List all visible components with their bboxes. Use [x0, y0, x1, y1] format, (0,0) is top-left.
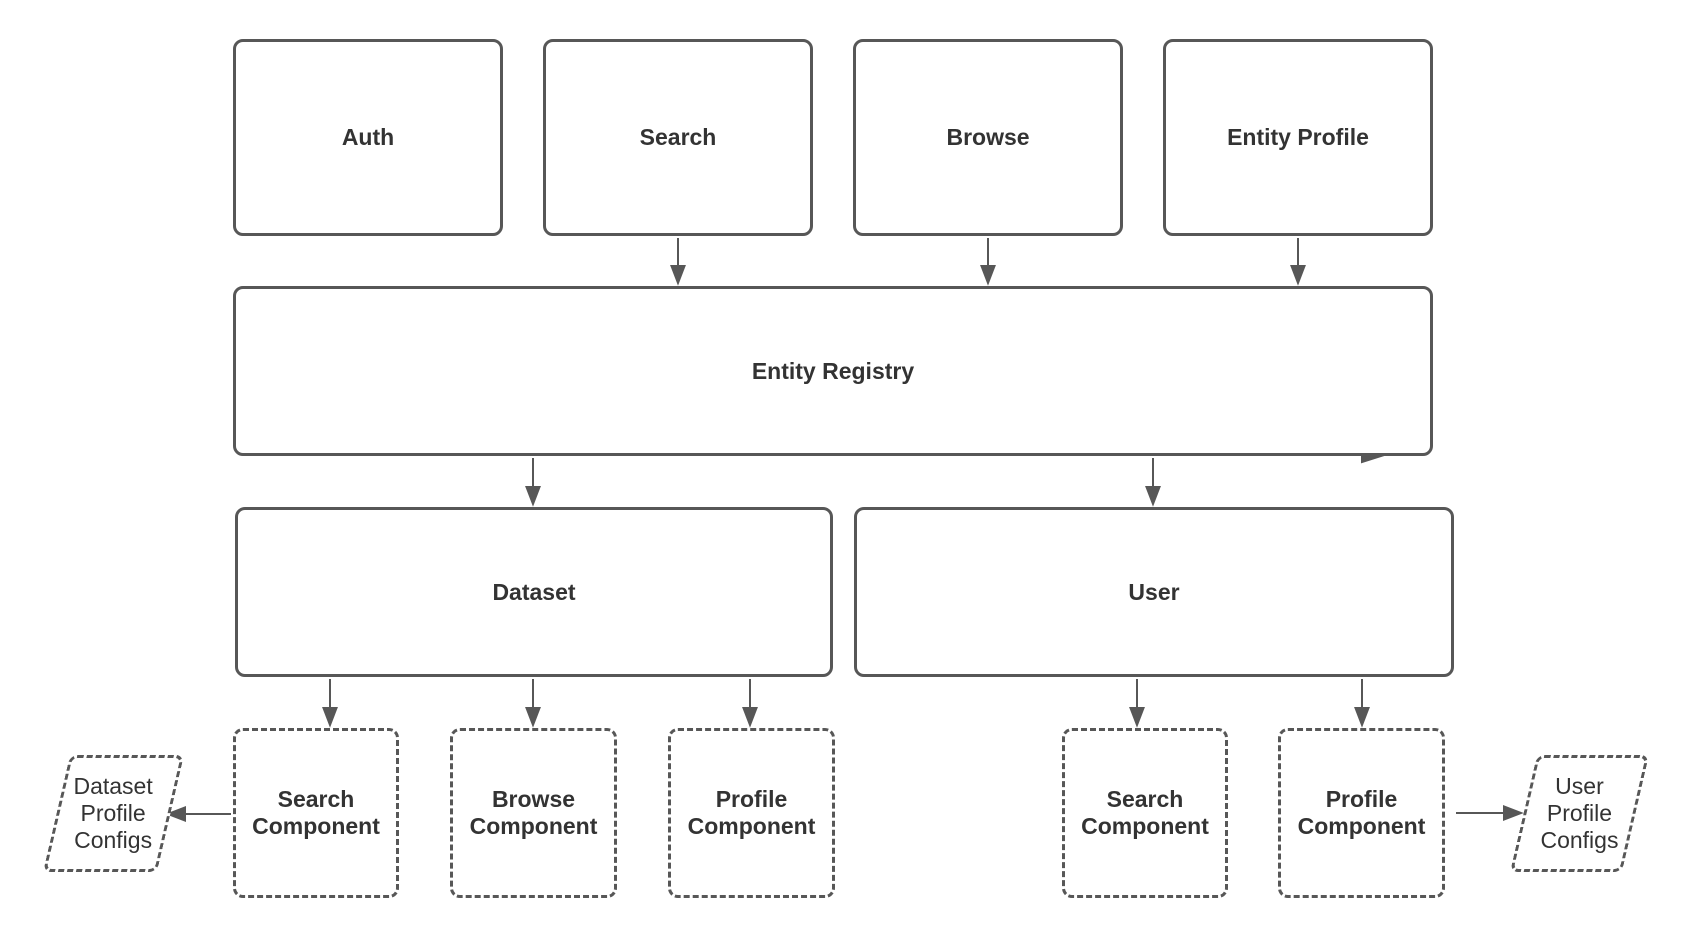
node-user-label: User [1128, 578, 1180, 605]
node-user-profile-configs: User Profile Configs [1510, 755, 1650, 872]
arrow-entity-registry-to-dataset [525, 458, 541, 507]
arrow-search-component-to-dataset-profile-configs [165, 806, 231, 822]
arrow-entity-profile-to-entity-registry [1290, 238, 1306, 286]
node-browse-label: Browse [946, 124, 1030, 151]
node-user-search-component-label: Search Component [1081, 786, 1209, 839]
node-user: User [854, 507, 1454, 677]
node-entity-registry: Entity Registry [233, 286, 1433, 456]
node-auth: Auth [233, 39, 503, 236]
node-user-search-component: Search Component [1062, 728, 1228, 898]
node-dataset-search-component: Search Component [233, 728, 399, 898]
node-dataset-search-component-label: Search Component [252, 786, 380, 839]
node-entity-profile-label: Entity Profile [1227, 124, 1369, 151]
arrow-entity-registry-to-user [1145, 458, 1161, 507]
arrow-profile-component-to-user-profile-configs [1456, 805, 1524, 821]
node-entity-profile: Entity Profile [1163, 39, 1433, 236]
arrow-dataset-to-browse-component [525, 679, 541, 728]
node-dataset-profile-component: Profile Component [668, 728, 835, 898]
node-dataset-browse-component-label: Browse Component [469, 786, 598, 839]
node-user-profile-component-label: Profile Component [1297, 786, 1426, 839]
arrow-user-to-profile-component [1354, 679, 1370, 728]
node-browse: Browse [853, 39, 1123, 236]
node-user-profile-configs-label: User Profile Configs [1540, 772, 1619, 854]
arrow-browse-to-entity-registry [980, 238, 996, 286]
arrow-user-to-search-component [1129, 679, 1145, 728]
node-dataset-label: Dataset [492, 578, 576, 605]
node-user-profile-component: Profile Component [1278, 728, 1445, 898]
node-search: Search [543, 39, 813, 236]
node-entity-registry-label: Entity Registry [751, 357, 915, 384]
node-search-label: Search [639, 124, 717, 151]
node-dataset-browse-component: Browse Component [450, 728, 617, 898]
node-dataset: Dataset [235, 507, 833, 677]
node-dataset-profile-configs-label: Dataset Profile Configs [73, 772, 154, 854]
arrow-dataset-to-profile-component [742, 679, 758, 728]
arrow-search-to-entity-registry [670, 238, 686, 286]
node-auth-label: Auth [341, 124, 395, 151]
node-dataset-profile-component-label: Profile Component [687, 786, 816, 839]
node-dataset-profile-configs: Dataset Profile Configs [43, 755, 185, 872]
arrow-dataset-to-search-component [322, 679, 338, 728]
